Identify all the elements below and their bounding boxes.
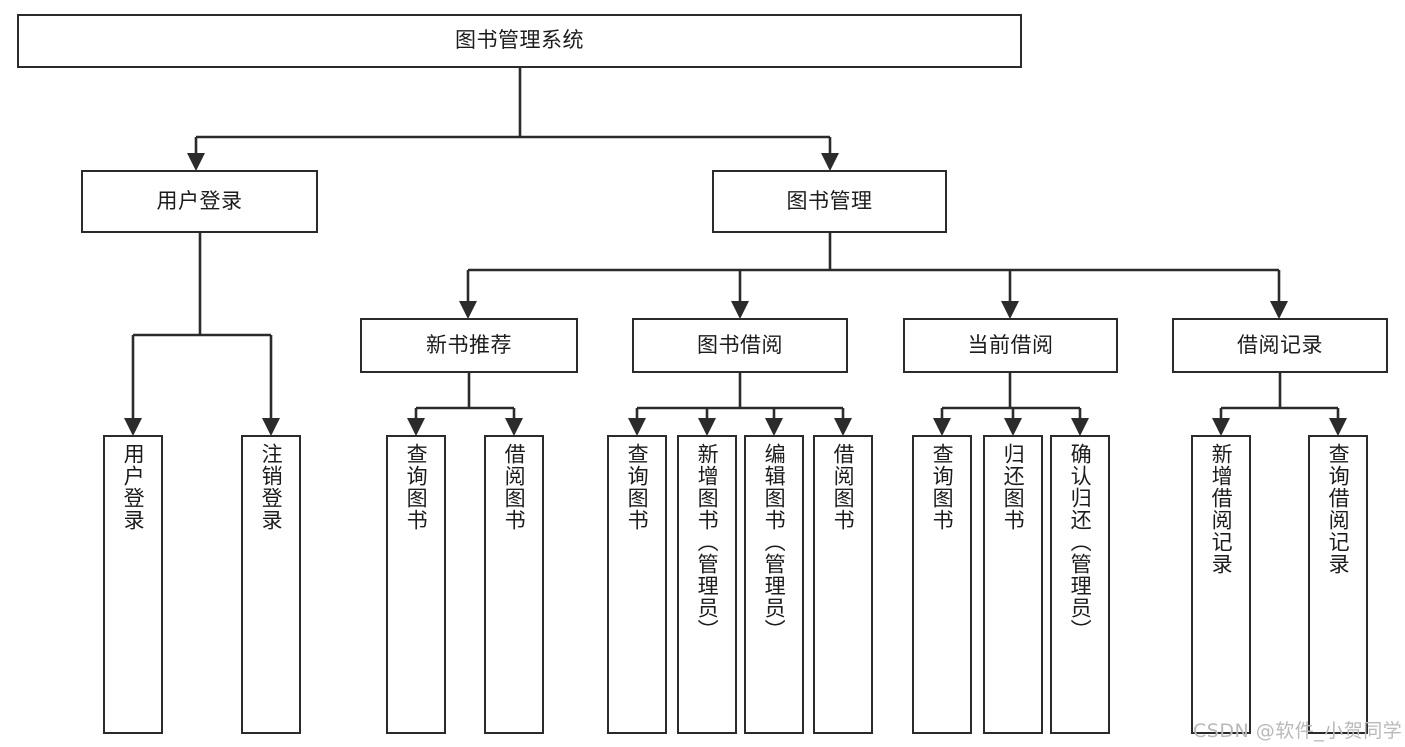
leaf-node-label: 借阅图书 — [831, 443, 856, 531]
node-user-login[interactable]: 用户登录 — [81, 170, 318, 233]
node-borrow-records-label: 借阅记录 — [1237, 332, 1323, 357]
leaf-node[interactable]: 归还图书 — [983, 435, 1043, 734]
leaf-node[interactable]: 查询图书 — [912, 435, 972, 734]
leaf-node-label: 新增图书（管理员） — [695, 443, 720, 641]
leaf-node-label: 查询图书 — [930, 443, 955, 531]
leaf-node-label: 借阅图书 — [502, 443, 527, 531]
leaf-node-label: 编辑图书（管理员） — [762, 443, 787, 641]
node-book-borrow[interactable]: 图书借阅 — [632, 318, 848, 373]
leaf-node[interactable]: 借阅图书 — [813, 435, 873, 734]
leaf-node[interactable]: 确认归还（管理员） — [1050, 435, 1110, 734]
leaf-node-label: 查询图书 — [404, 443, 429, 531]
node-current-borrow[interactable]: 当前借阅 — [903, 318, 1118, 373]
leaf-node-label: 注销登录 — [259, 443, 284, 531]
leaf-node-label: 确认归还（管理员） — [1068, 443, 1093, 641]
leaf-node[interactable]: 新增图书（管理员） — [677, 435, 737, 734]
node-book-borrow-label: 图书借阅 — [697, 332, 783, 357]
node-book-management-label: 图书管理 — [786, 188, 873, 213]
node-book-management[interactable]: 图书管理 — [712, 170, 947, 233]
leaf-node[interactable]: 编辑图书（管理员） — [744, 435, 804, 734]
leaf-node-label: 归还图书 — [1001, 443, 1026, 531]
leaf-node[interactable]: 查询图书 — [607, 435, 667, 734]
leaf-node-label: 新增借阅记录 — [1209, 443, 1234, 575]
node-new-book-recommend-label: 新书推荐 — [426, 332, 512, 357]
leaf-node[interactable]: 注销登录 — [241, 435, 301, 734]
node-current-borrow-label: 当前借阅 — [967, 332, 1054, 357]
leaf-node[interactable]: 查询借阅记录 — [1308, 435, 1368, 734]
leaf-node[interactable]: 用户登录 — [103, 435, 163, 734]
leaf-node-label: 查询图书 — [625, 443, 650, 531]
node-user-login-label: 用户登录 — [156, 188, 243, 213]
leaf-node[interactable]: 查询图书 — [386, 435, 446, 734]
node-new-book-recommend[interactable]: 新书推荐 — [360, 318, 578, 373]
leaf-node-label: 查询借阅记录 — [1326, 443, 1351, 575]
node-borrow-records[interactable]: 借阅记录 — [1172, 318, 1388, 373]
node-root[interactable]: 图书管理系统 — [17, 14, 1022, 68]
leaf-node[interactable]: 借阅图书 — [484, 435, 544, 734]
leaf-node[interactable]: 新增借阅记录 — [1191, 435, 1251, 734]
leaf-node-label: 用户登录 — [121, 443, 146, 531]
node-root-label: 图书管理系统 — [455, 28, 584, 53]
